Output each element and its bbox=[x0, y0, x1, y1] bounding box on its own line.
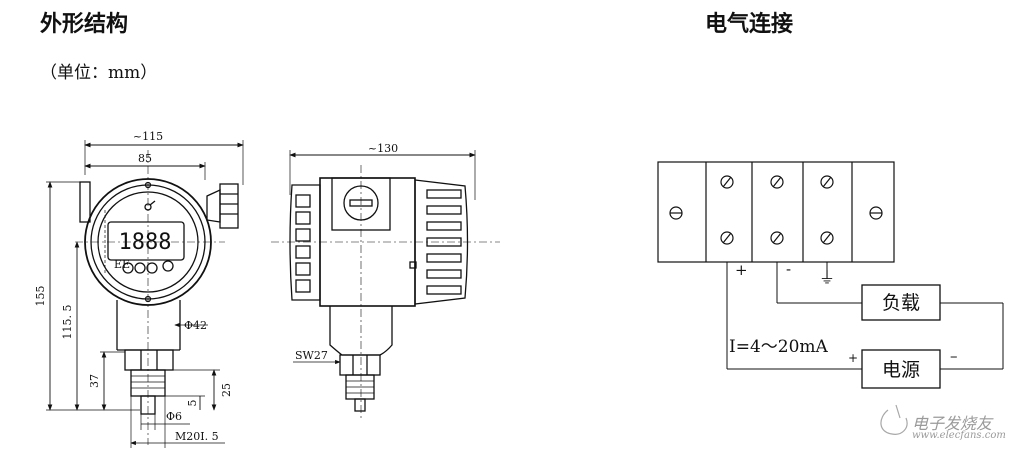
display-badge: EE bbox=[114, 258, 130, 271]
dim-height-5: 5 bbox=[186, 400, 199, 407]
dim-approx-width: ~115 bbox=[133, 130, 163, 143]
lcd-digits: 1888 bbox=[119, 230, 172, 255]
dim-dia-42: Φ42 bbox=[184, 319, 207, 332]
load-label: 负载 bbox=[882, 292, 920, 314]
dim-wrench: SW27 bbox=[295, 349, 328, 362]
dim-width-85: 85 bbox=[138, 152, 152, 165]
ground-symbol: ⏚ bbox=[819, 268, 835, 287]
side-view bbox=[271, 150, 500, 420]
psu-minus: – bbox=[950, 347, 958, 365]
dim-height-115-5: 115. 5 bbox=[61, 305, 74, 340]
psu-plus: + bbox=[848, 351, 858, 365]
dim-dia-6: Φ6 bbox=[166, 410, 182, 423]
current-range: I=4～20mA bbox=[729, 337, 829, 357]
dim-height-37: 37 bbox=[88, 374, 101, 388]
dim-thread: M20I. 5 bbox=[175, 430, 219, 443]
front-view bbox=[46, 140, 244, 448]
watermark-url: www.elecfans.com bbox=[912, 430, 1006, 441]
dim-height-25: 25 bbox=[220, 383, 233, 397]
dim-approx-depth: ~130 bbox=[368, 142, 398, 155]
dim-height-155: 155 bbox=[34, 286, 47, 307]
terminal-minus: - bbox=[786, 260, 791, 278]
unit-label: （单位：mm） bbox=[40, 63, 158, 83]
power-label: 电源 bbox=[882, 359, 920, 381]
terminal-block bbox=[657, 161, 895, 263]
watermark-logo-icon bbox=[880, 404, 908, 435]
watermark-text: 电子发烧友 bbox=[912, 414, 993, 433]
outline-title: 外形结构 bbox=[40, 12, 129, 37]
wiring-lines bbox=[726, 262, 1004, 389]
wiring-title: 电气连接 bbox=[705, 12, 794, 37]
terminal-plus: + bbox=[735, 261, 748, 279]
